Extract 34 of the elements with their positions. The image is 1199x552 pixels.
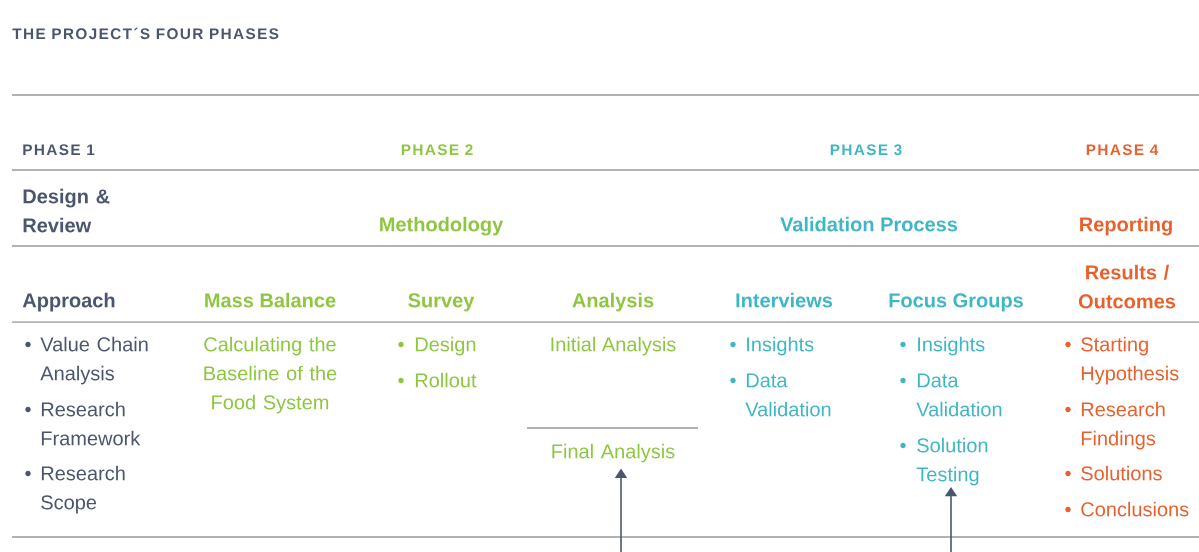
phase-label: PHASE 4 xyxy=(1086,144,1159,156)
column-heading: Validation Process xyxy=(780,216,958,232)
column-heading: Reporting xyxy=(1080,216,1172,236)
list-item: Data Validation xyxy=(730,373,831,417)
column-heading: Interviews xyxy=(736,292,833,308)
node-label: Insights xyxy=(918,336,985,356)
list-item: Research Framework xyxy=(25,401,141,446)
column-heading: Design & Review xyxy=(23,188,110,233)
node-label: Solution Testing xyxy=(916,437,988,486)
list-item: Design xyxy=(398,336,476,356)
column-heading: Mass Balance xyxy=(205,292,336,308)
phase-label: PHASE 2 xyxy=(401,144,473,156)
list-item: Solutions xyxy=(1065,465,1162,481)
title: THE PROJECT´S FOUR PHASES xyxy=(12,27,279,40)
column-heading: Methodology xyxy=(380,216,504,236)
list-item: Rollout xyxy=(398,372,477,388)
list-item: Conclusions xyxy=(1065,501,1189,517)
column-heading: Results / Outcomes xyxy=(1078,264,1176,309)
node-label: Data Validation xyxy=(916,373,1002,417)
list-item: Research Scope xyxy=(25,465,125,514)
column-heading: Approach xyxy=(22,292,115,312)
list-item: Final Analysis xyxy=(552,443,675,463)
phase-label: PHASE 3 xyxy=(830,144,902,156)
list-item: Calculating the Baseline of the Food System xyxy=(204,336,337,414)
list-item: Research Findings xyxy=(1065,401,1165,450)
column-heading: Focus Groups xyxy=(889,293,1023,312)
column-heading: Analysis xyxy=(572,292,654,312)
phase-label: PHASE 1 xyxy=(23,144,95,156)
bullet-list: Insights Data Validation Solution Testing xyxy=(900,336,1002,486)
list-item: Starting Hypothesis xyxy=(1065,336,1179,385)
list-item: Initial Analysis xyxy=(551,336,676,356)
list-item: Value Chain Analysis xyxy=(25,336,148,385)
list-item: Insights xyxy=(730,336,814,356)
column-heading: Survey xyxy=(408,293,475,312)
